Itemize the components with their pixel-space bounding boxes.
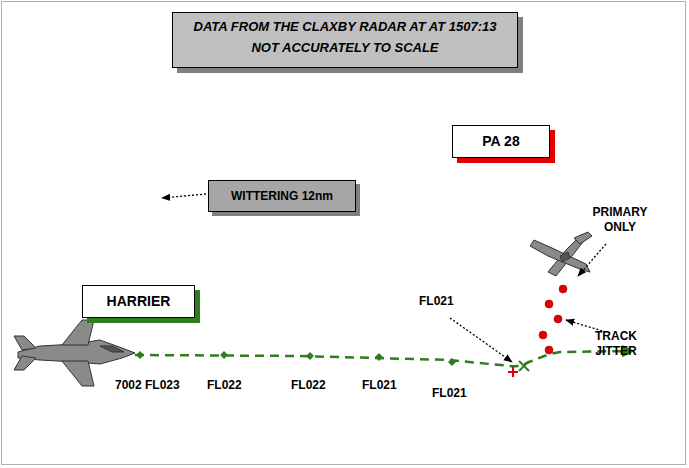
box-text: HARRIER — [91, 289, 186, 314]
flight-level: FL021 — [362, 378, 397, 393]
harrier-track — [135, 351, 632, 366]
note-label: PRIMARY ONLY — [590, 205, 650, 235]
leader-lines — [162, 194, 606, 362]
box-text: NOT ACCURATELY TO SCALE — [181, 37, 509, 58]
box-text: DATA FROM THE CLAXBY RADAR AT AT 1507:13 — [181, 16, 509, 37]
aircraft-label: PA 28 — [452, 125, 550, 158]
box-text: WITTERING 12nm — [217, 184, 347, 208]
title-box: DATA FROM THE CLAXBY RADAR AT AT 1507:13… — [172, 12, 518, 68]
flight-level: FL021 — [419, 294, 454, 309]
location-box: WITTERING 12nm — [208, 180, 356, 212]
harrier-jet — [14, 320, 135, 386]
flight-level: FL022 — [207, 378, 242, 393]
note-label: TRACK JITTER — [586, 329, 646, 359]
box-text: PA 28 — [461, 129, 541, 154]
flight-level: FL022 — [291, 378, 326, 393]
primary-returns — [539, 285, 567, 354]
flight-level: FL021 — [432, 386, 467, 401]
track-plots — [136, 351, 456, 366]
aircraft-label: HARRIER — [82, 285, 195, 318]
flight-level: 7002 FL023 — [115, 378, 180, 393]
track-markers — [508, 361, 529, 377]
pa28-aircraft — [530, 232, 592, 276]
